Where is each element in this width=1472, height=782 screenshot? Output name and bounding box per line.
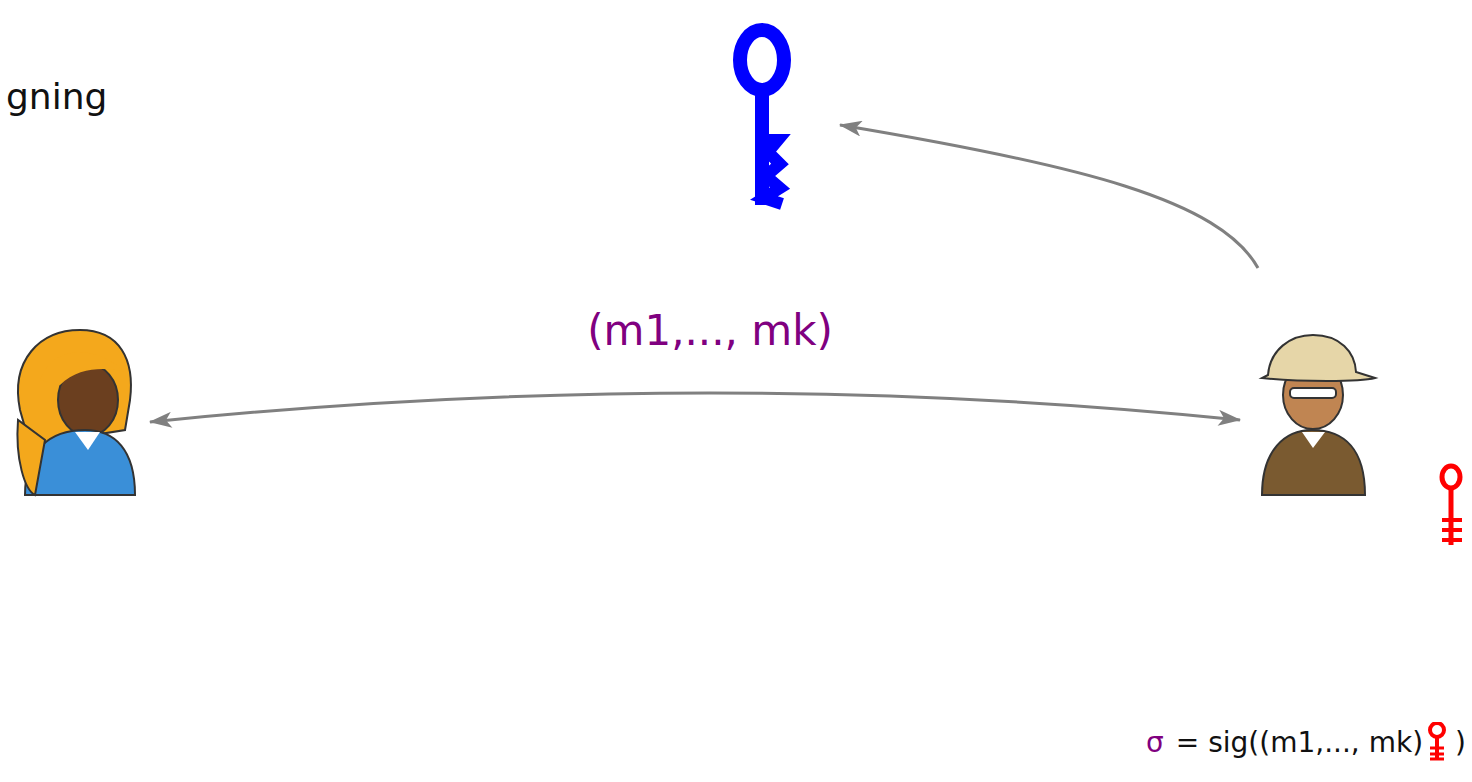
- signature-equation: σ = sig((m1,..., mk) ): [1146, 722, 1466, 762]
- signature-symbol: σ: [1146, 726, 1164, 759]
- equation-left: σ = sig((m1,..., mk): [1146, 726, 1423, 759]
- signature-formula: = sig((m1,..., mk): [1176, 726, 1423, 759]
- equation-right: ): [1451, 726, 1466, 759]
- public-key-icon: [740, 30, 784, 205]
- inline-private-key: [1425, 722, 1449, 762]
- private-key-icon: [1442, 466, 1462, 545]
- publish-key-arrow: [840, 125, 1258, 268]
- message-arrow: [150, 393, 1240, 422]
- message-label: (m1,..., mk): [587, 306, 833, 355]
- slide-title-fragment: gning: [6, 76, 107, 117]
- alice-figure: [17, 330, 135, 495]
- closing-paren: ): [1455, 726, 1466, 759]
- bob-figure: [1262, 335, 1375, 495]
